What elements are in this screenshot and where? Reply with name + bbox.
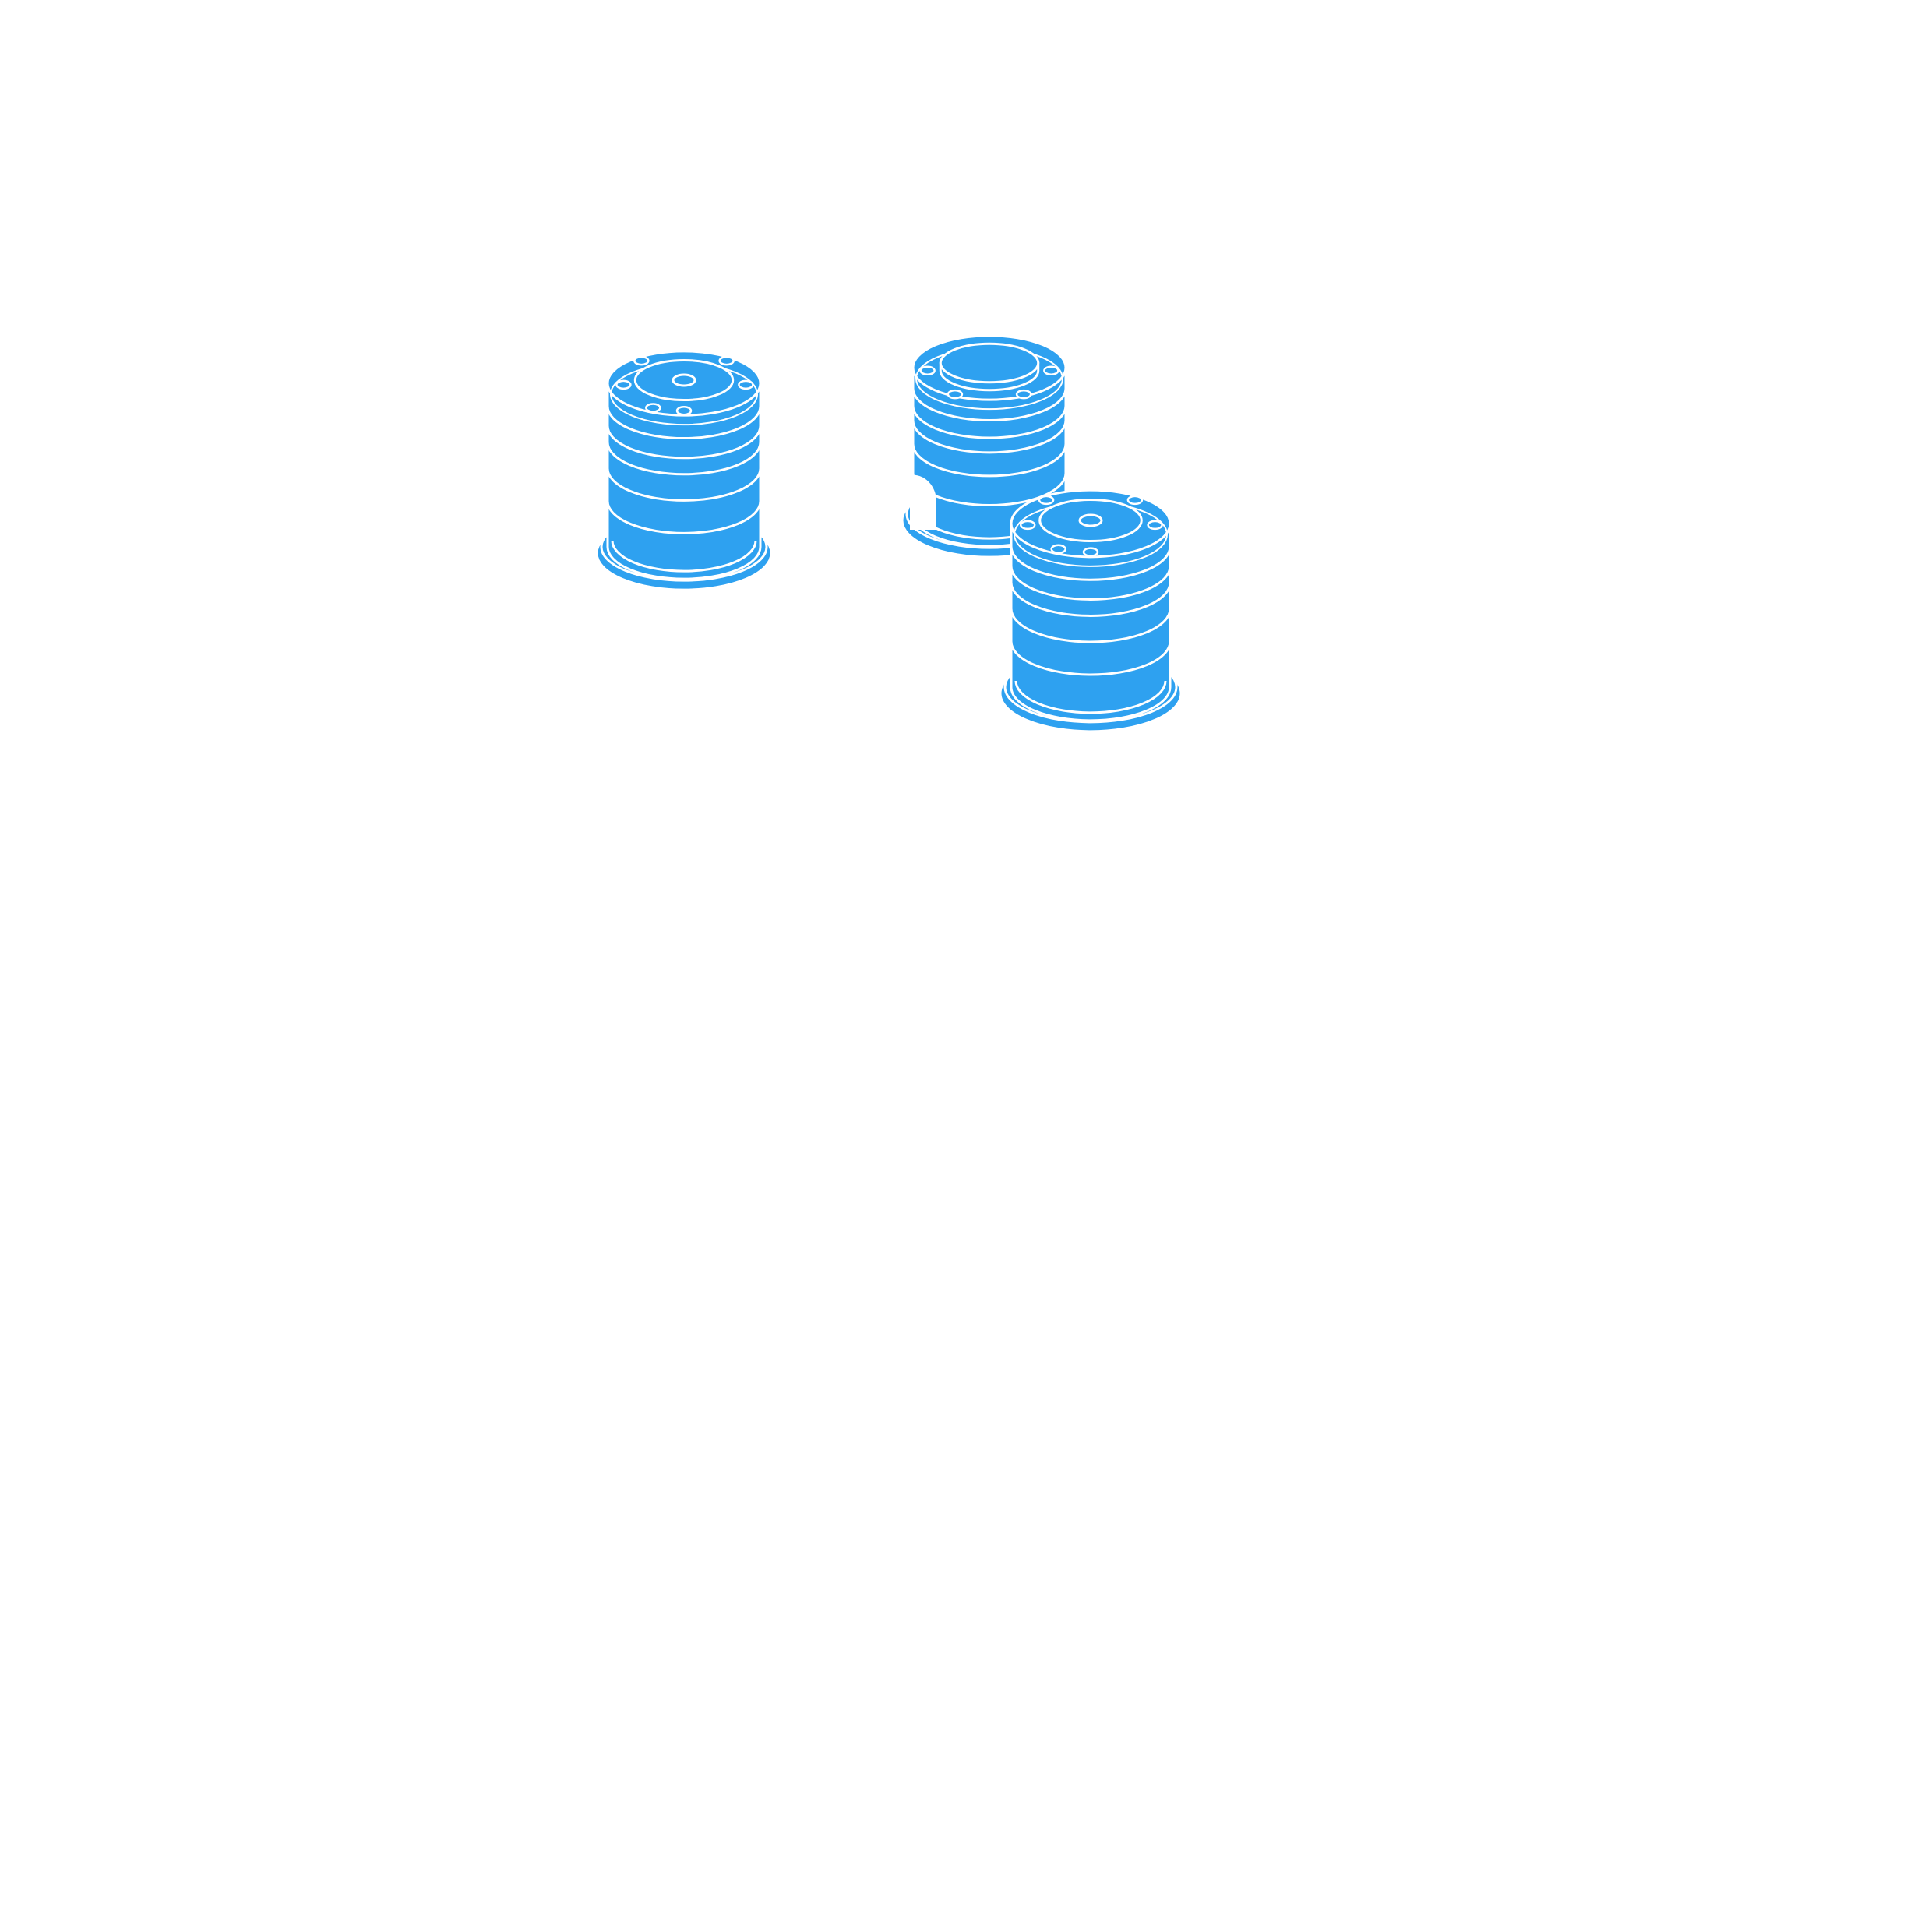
- body-band: [911, 388, 1067, 421]
- body-band: [611, 540, 757, 573]
- raised-cap-top: [939, 342, 1040, 384]
- body-band: [1010, 546, 1172, 581]
- bolt-hole: [919, 365, 936, 375]
- body-band: [1010, 566, 1172, 601]
- bolt-hole: [1147, 520, 1163, 531]
- body-band: [911, 405, 1067, 439]
- bolt-hole: [1038, 495, 1055, 506]
- bolt-hole: [1050, 544, 1066, 555]
- bolt-hole: [1043, 365, 1059, 375]
- bolt-hole: [947, 389, 964, 400]
- body-band: [1014, 680, 1167, 714]
- bolt-hole: [645, 403, 661, 413]
- bolt-hole: [738, 379, 754, 390]
- body-band: [1010, 641, 1172, 676]
- body-band: [606, 468, 762, 502]
- bolt-hole: [1126, 495, 1144, 506]
- body-band: [606, 442, 762, 476]
- bolt-hole: [718, 355, 735, 366]
- bolt-hole: [633, 355, 650, 366]
- body-band: [1010, 608, 1172, 643]
- body-band: [606, 501, 762, 534]
- bolt-hole: [1019, 520, 1036, 531]
- bolt-hole: [675, 405, 693, 416]
- bolt-hole: [1082, 547, 1099, 557]
- center-hole: [1078, 513, 1103, 527]
- base-notch: [910, 474, 937, 530]
- body-band: [606, 425, 762, 460]
- body-band: [606, 406, 762, 440]
- cylinder-right: [999, 488, 1183, 733]
- bolt-hole: [615, 379, 632, 390]
- center-hole: [672, 373, 696, 387]
- body-band: [911, 443, 1067, 478]
- body-band: [1010, 582, 1172, 617]
- cylinder-left: [595, 350, 773, 591]
- bolt-hole: [1015, 389, 1032, 400]
- body-band: [911, 420, 1067, 454]
